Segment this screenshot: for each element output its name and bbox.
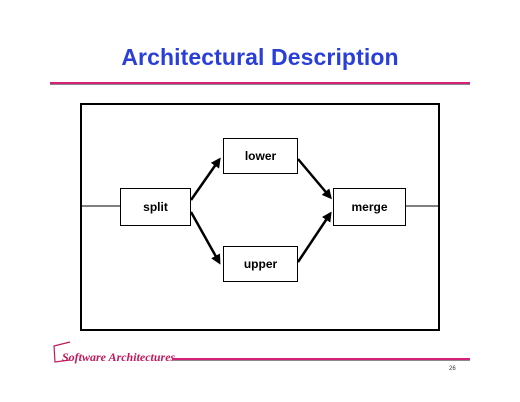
footer-logo-bracket-icon (53, 341, 71, 363)
footer-divider-shadow (172, 360, 470, 361)
title-divider (50, 82, 470, 84)
slide-title: Architectural Description (121, 44, 399, 70)
arrow-lower-to-merge (297, 158, 332, 200)
arrow-split-to-lower (189, 157, 221, 201)
node-merge: merge (333, 188, 406, 226)
system-boundary-frame (80, 103, 440, 331)
footer-course-title: Software Architectures (62, 350, 176, 364)
title-divider-shadow (50, 84, 470, 85)
arrow-split-to-upper (189, 211, 221, 265)
node-upper: upper (223, 246, 298, 282)
footer-divider (172, 358, 470, 360)
node-split: split (120, 188, 191, 226)
node-lower: lower (223, 138, 298, 174)
arrow-upper-to-merge (296, 211, 332, 263)
page-number: 26 (449, 366, 456, 372)
